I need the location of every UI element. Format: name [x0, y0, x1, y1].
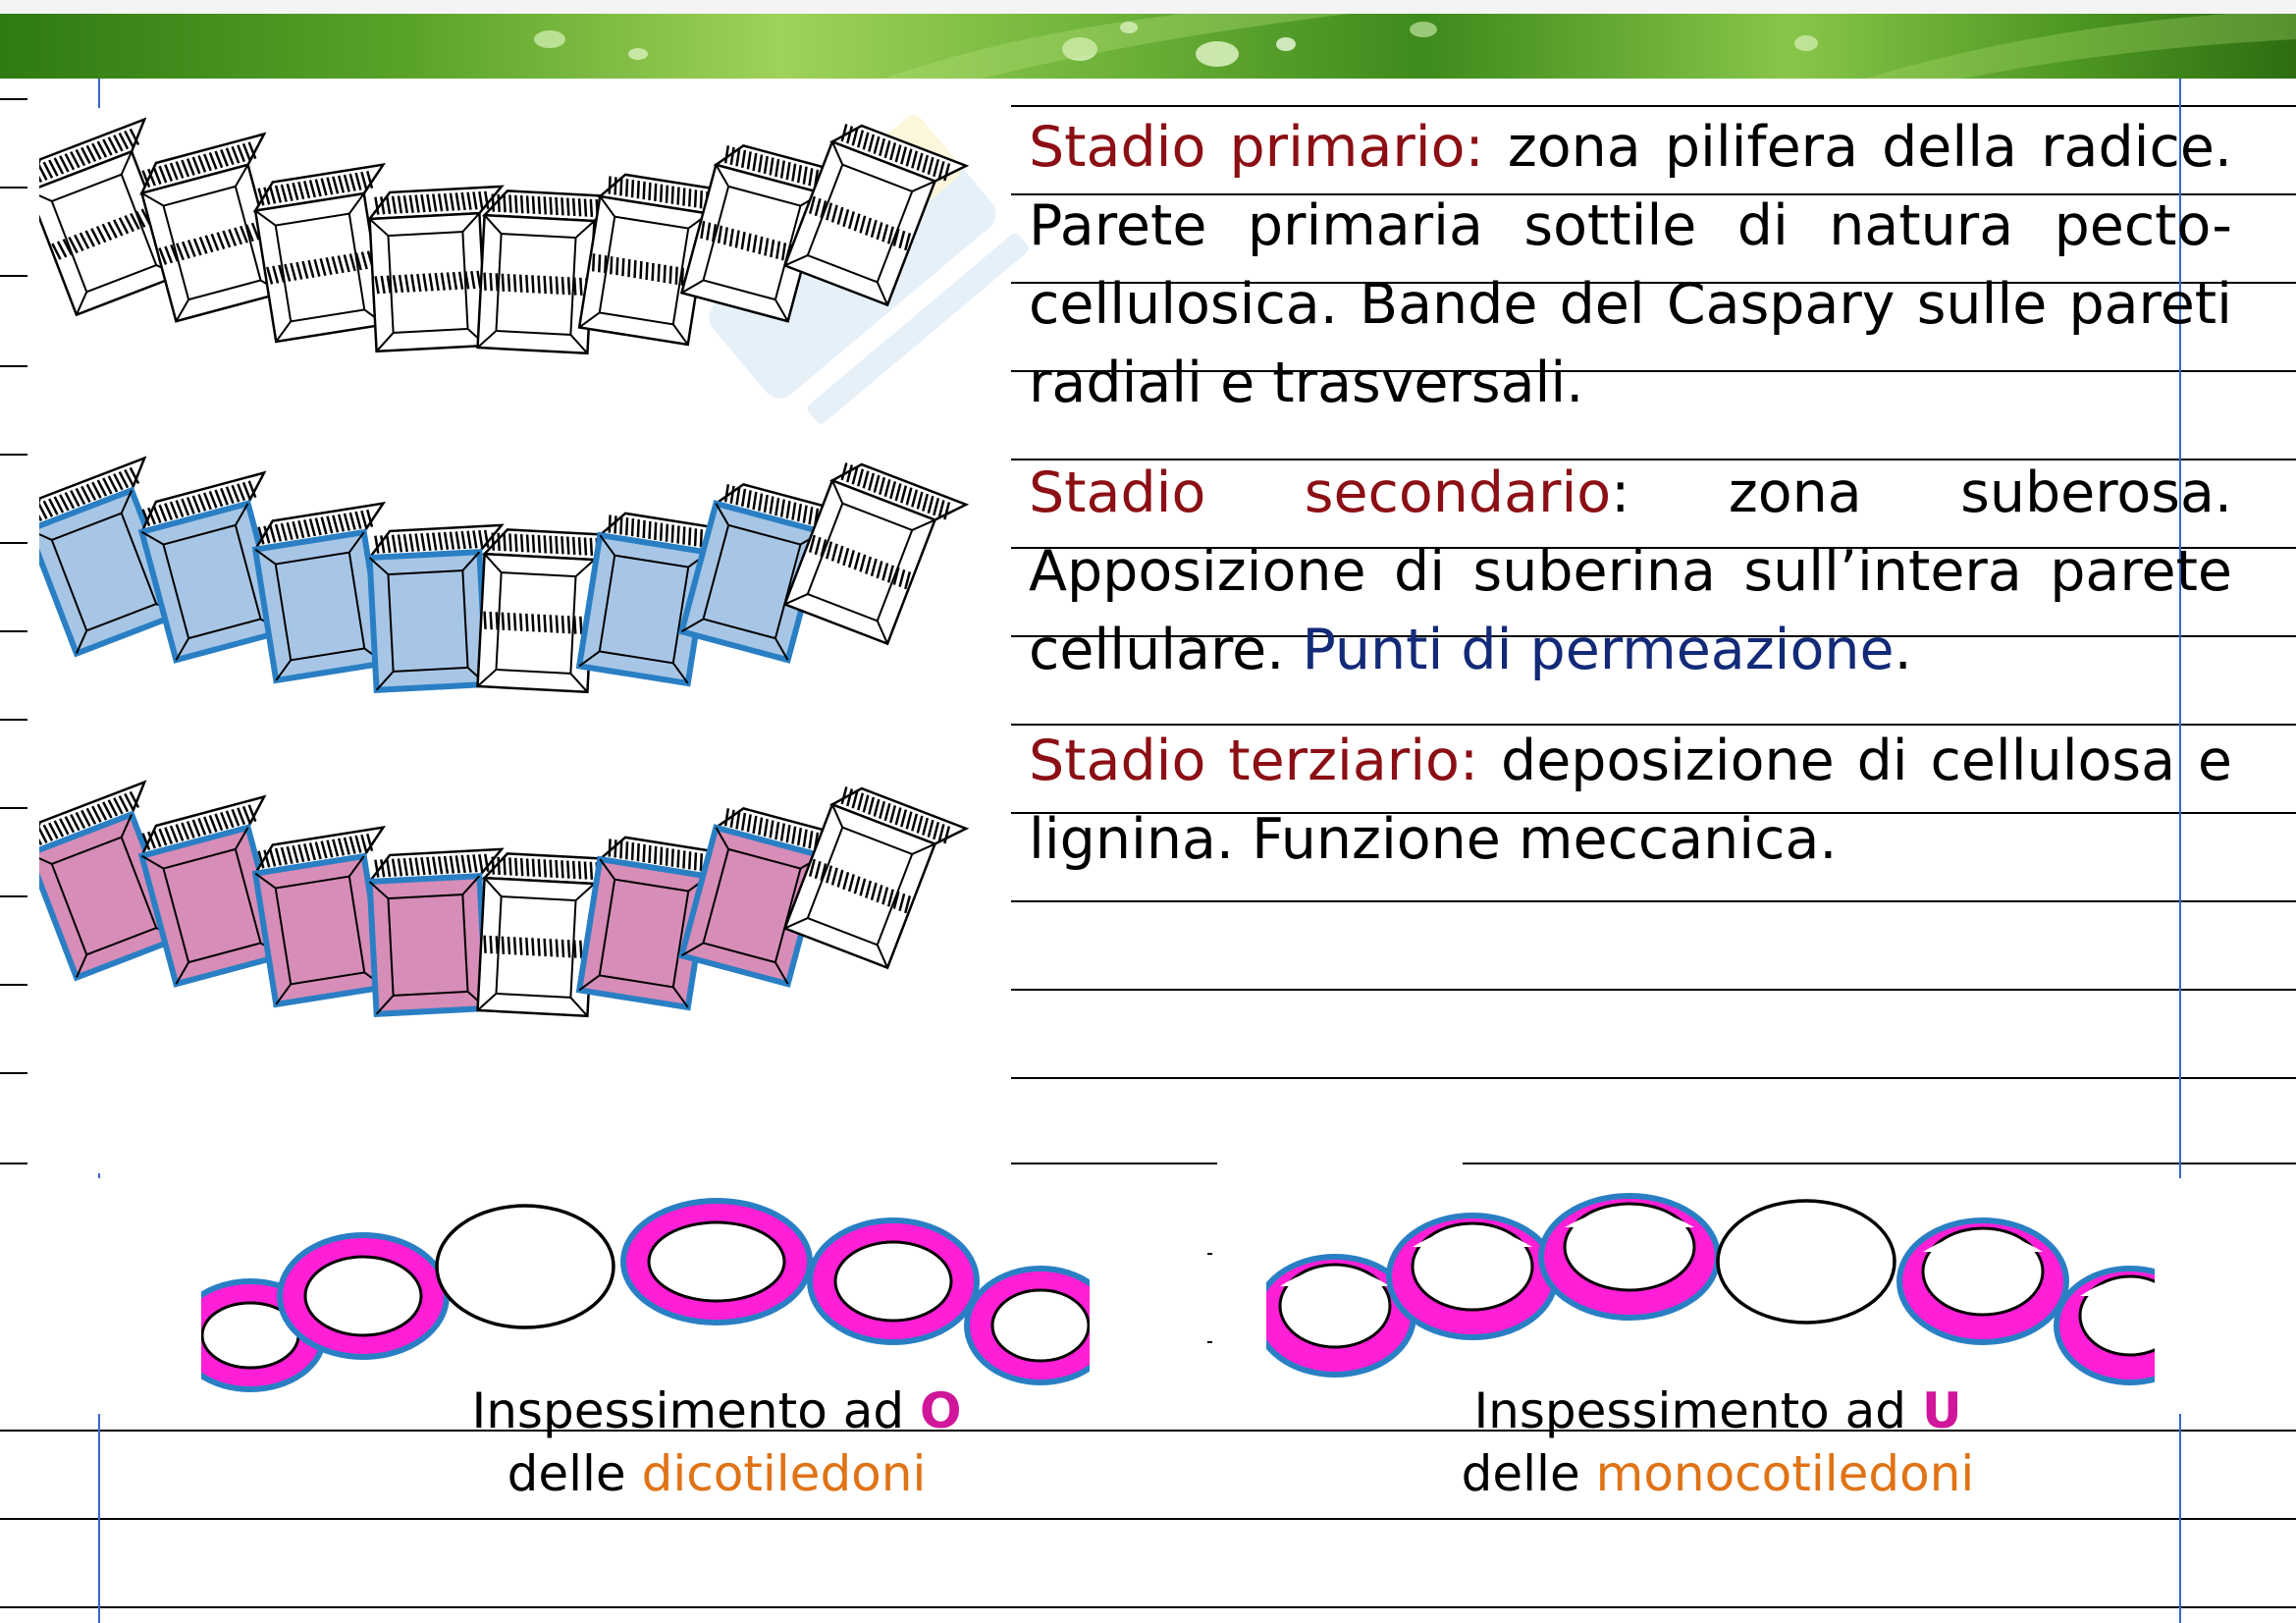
cell-band-primary	[39, 118, 966, 354]
ruled-line	[0, 542, 27, 544]
ruled-line	[1011, 1163, 1217, 1164]
secondary-stage-paragraph: Stadio secondario: zona suberosa. Apposi…	[1029, 454, 2232, 689]
tertiary-stage-title: Stadio terziario:	[1029, 729, 1478, 793]
endodermis-cell	[785, 118, 967, 313]
ruled-line	[0, 807, 27, 809]
ruled-line	[0, 895, 27, 897]
cell-band-secondary	[39, 457, 966, 693]
secondary-stage-colon: :	[1611, 460, 1629, 525]
ruled-line	[0, 275, 27, 277]
dicot-label: dicotiledoni	[642, 1445, 927, 1502]
ruled-line	[0, 719, 27, 721]
endodermis-stages-drawing	[39, 98, 1021, 1178]
u-caption-line2: delle monocotiledoni	[1394, 1442, 2042, 1505]
ruled-line	[1011, 989, 2296, 991]
monocot-label: monocotiledoni	[1596, 1445, 1975, 1502]
primary-stage-paragraph: Stadio primario: zona pilifera della rad…	[1029, 108, 2232, 422]
cell-band-tertiary	[39, 781, 966, 1017]
ruled-line	[0, 454, 27, 456]
endodermis-cell	[785, 781, 967, 976]
u-caption-line1: Inspessimento ad U	[1394, 1380, 2042, 1442]
o-thickening-row	[0, 1178, 1207, 1414]
endodermis-cell	[785, 457, 967, 652]
secondary-stage-end: .	[1895, 618, 1912, 682]
ruled-line	[1011, 900, 2296, 902]
ruled-line	[0, 630, 27, 632]
u-thickening-caption: Inspessimento ad U delle monocotiledoni	[1394, 1380, 2042, 1505]
o-thickening-caption: Inspessimento ad O delle dicotiledoni	[373, 1380, 1060, 1505]
primary-stage-title: Stadio primario:	[1029, 115, 1484, 180]
o-caption-line1: Inspessimento ad O	[373, 1380, 1060, 1442]
ruled-line	[1011, 105, 2296, 107]
thickening-types-drawing	[0, 1178, 2296, 1414]
ruled-line	[0, 187, 27, 189]
o-letter: O	[920, 1382, 962, 1439]
o-caption-line2: delle dicotiledoni	[373, 1442, 1060, 1505]
ruled-line	[1011, 1077, 2296, 1079]
right-margin-line-bottom	[2179, 1414, 2181, 1623]
ruled-line	[0, 1163, 27, 1164]
u-thickening-row	[1212, 1178, 2296, 1414]
ruled-line	[0, 1072, 27, 1074]
ruled-line	[1463, 1163, 2296, 1164]
ruled-line	[0, 1518, 2296, 1520]
tertiary-stage-paragraph: Stadio terziario: deposizione di cellulo…	[1029, 722, 2232, 879]
ruled-line	[0, 365, 27, 367]
permeation-points: Punti di permeazione	[1302, 618, 1894, 682]
top-page-edge	[0, 0, 2296, 14]
secondary-stage-title: Stadio secondario	[1029, 460, 1611, 525]
ruled-line	[0, 98, 27, 100]
u-letter: U	[1922, 1382, 1962, 1439]
ruled-line	[0, 984, 27, 986]
ruled-line	[0, 1606, 2296, 1608]
